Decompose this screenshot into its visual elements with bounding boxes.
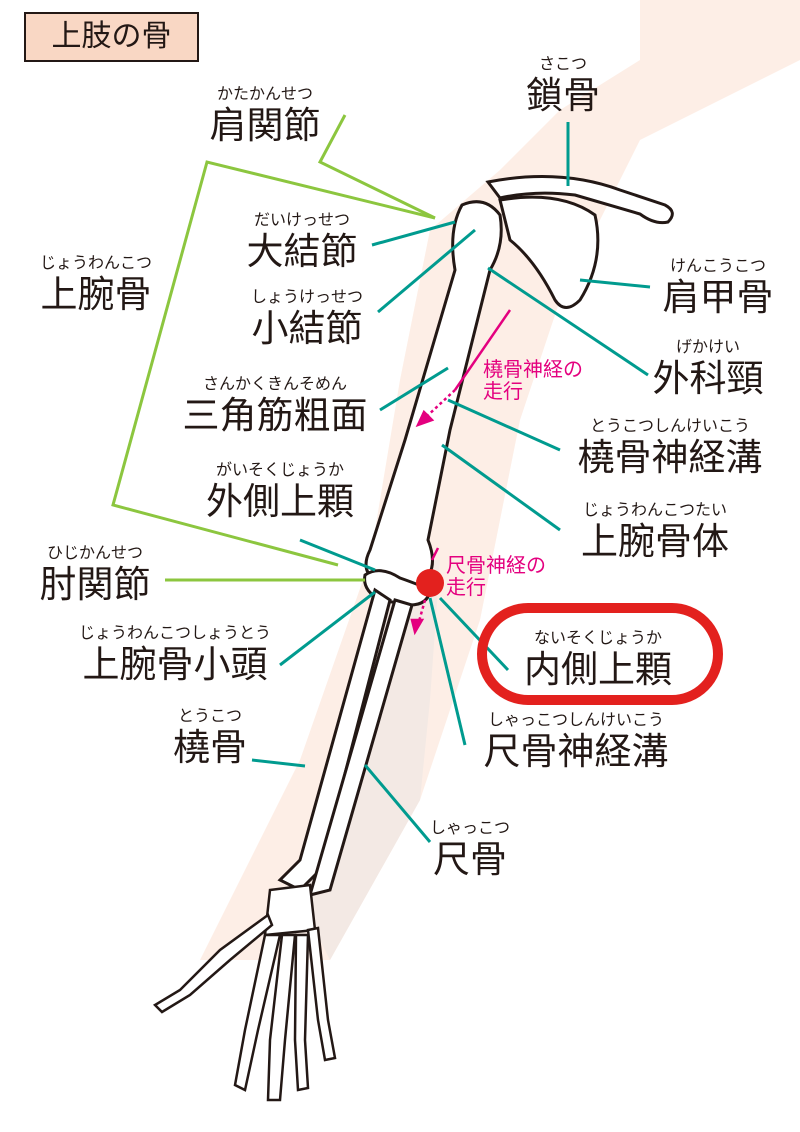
name: 尺骨神経溝 [483, 730, 669, 773]
ruby: だいけっせつ [253, 210, 350, 229]
ruby: がいそくじょうか [215, 460, 344, 479]
ruby: じょうわんこつたい [582, 500, 727, 519]
label-clavicle: さこつ鎖骨 [526, 54, 600, 118]
ruby: ないそくじょうか [533, 628, 662, 647]
ruby: げかけい [675, 337, 740, 356]
shoulder-joint-bracket [111, 114, 436, 582]
name: 肩甲骨 [662, 276, 774, 319]
medial-epicondyle-dot [416, 569, 444, 597]
ulnar-nerve-label: 尺骨神経の走行 [446, 553, 546, 599]
name: 橈骨神経溝 [577, 436, 763, 479]
ruby: さんかくきんそめん [202, 374, 347, 393]
ruby: けんこうこつ [669, 256, 766, 275]
page-title: 上肢の骨 [24, 12, 199, 62]
leader-lines [251, 122, 651, 843]
label-surgical-neck: げかけい外科頸 [653, 337, 764, 401]
label-lesser-tubercle: しょうけっせつ小結節 [251, 287, 363, 351]
label-capitulum: じょうわんこつしょうとう上腕骨小頭 [79, 623, 271, 687]
ruby: しゃっこつ [429, 818, 511, 837]
name: 三角筋粗面 [182, 394, 368, 437]
label-humerus: じょうわんこつ上腕骨 [40, 253, 152, 317]
ruby: じょうわんこつ [39, 253, 153, 272]
name: 橈骨 [173, 726, 247, 769]
label-scapula: けんこうこつ肩甲骨 [663, 256, 774, 320]
label-greater-tubercle: だいけっせつ大結節 [247, 210, 358, 274]
radial-nerve-label: 橈骨神経の走行 [483, 357, 583, 403]
name: 小結節 [251, 307, 363, 350]
ruby: じょうわんこつしょうとう [78, 623, 272, 642]
label-radius: とうこつ橈骨 [173, 706, 247, 770]
name: 鎖骨 [526, 74, 600, 117]
label-lateral-epicondyle: がいそくじょうか外側上顆 [206, 460, 354, 524]
label-ulnar-groove: しゃっこつしんけいこう尺骨神経溝 [484, 710, 669, 774]
label-radial-groove: とうこつしんけいこう橈骨神経溝 [578, 416, 763, 480]
name: 内側上顆 [524, 648, 672, 691]
name: 大結節 [246, 230, 358, 273]
ruby: とうこつ [177, 706, 242, 725]
name: 外側上顆 [206, 480, 354, 523]
name: 肘関節 [39, 563, 151, 606]
name: 上腕骨体 [581, 520, 729, 563]
ruby: しょうけっせつ [250, 287, 364, 306]
label-ulna: しゃっこつ尺骨 [430, 818, 510, 882]
name: 上腕骨 [40, 273, 152, 316]
label-elbow-joint: ひじかんせつ肘関節 [40, 543, 151, 607]
ruby: とうこつしんけいこう [589, 416, 750, 435]
label-shoulder-joint: かたかんせつ肩関節 [210, 84, 321, 148]
highlight-ring [477, 603, 723, 705]
hand-bones [152, 883, 337, 1102]
label-humerus-body: じょうわんこつたい上腕骨体 [581, 500, 729, 564]
scapula-bone [498, 195, 600, 309]
name: 尺骨 [432, 838, 507, 881]
ruby: さこつ [538, 54, 587, 73]
name: 外科頸 [652, 357, 764, 400]
ulna-bone [307, 598, 414, 898]
name: 肩関節 [209, 104, 321, 147]
label-medial-epicondyle: ないそくじょうか内側上顆 [524, 628, 672, 692]
ruby: ひじかんせつ [46, 543, 143, 562]
ruby: しゃっこつしんけいこう [487, 710, 664, 729]
nerve-arrows [410, 309, 512, 636]
label-deltoid-tuberosity: さんかくきんそめん三角筋粗面 [183, 374, 368, 438]
name: 上腕骨小頭 [82, 643, 268, 686]
ruby: かたかんせつ [216, 84, 313, 103]
